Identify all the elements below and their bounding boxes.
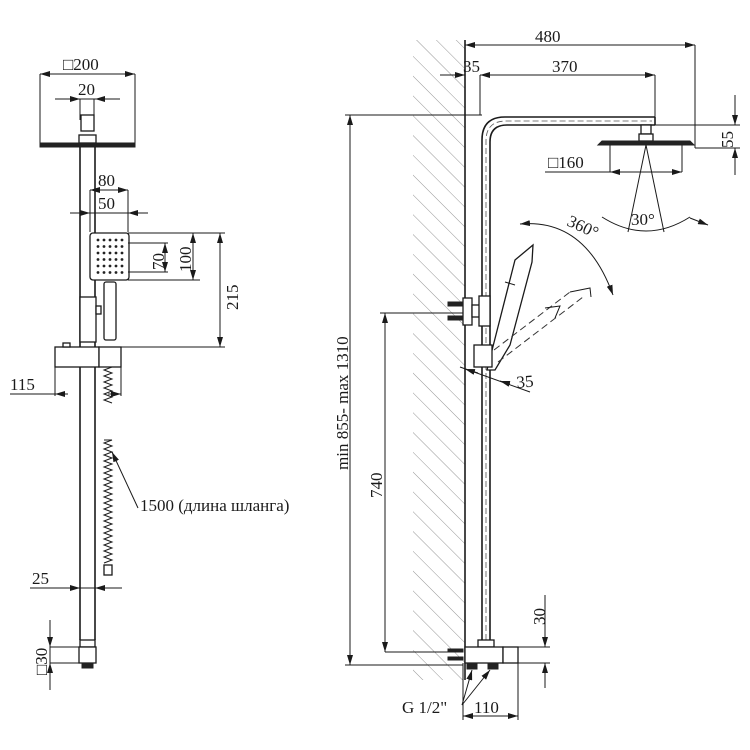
nozzle-dot <box>114 251 118 255</box>
nozzle-dot <box>102 258 106 261</box>
dim-mixer-height: 30 <box>530 608 549 625</box>
dim-mixer-size-front: □30 <box>32 648 51 675</box>
dim-handshower-head: 100 <box>176 247 195 273</box>
dim-holder-offset-front: 115 <box>10 375 35 394</box>
nozzle-dot <box>120 271 124 274</box>
dim-handshower-inner: 50 <box>98 194 115 213</box>
hose-front <box>102 366 139 576</box>
nozzle-dot <box>102 271 106 274</box>
dim-height-range: min 855- max 1310 <box>333 336 352 470</box>
dim-head-drop: 55 <box>718 131 737 148</box>
handshower-height-dims <box>120 232 225 348</box>
wall-bracket-side <box>380 295 491 327</box>
dim-handshower-to-holder: 215 <box>223 285 242 311</box>
nozzle-dot <box>96 238 100 242</box>
nozzle-dot <box>96 271 100 274</box>
top-dimensions <box>440 42 696 148</box>
nozzle-dot <box>114 264 118 268</box>
dim-overhead-size-front: □200 <box>63 55 99 74</box>
dim-pipe-diameter: 25 <box>32 569 49 588</box>
dim-holder-offset-side: 35 <box>516 372 535 392</box>
nozzle-dot <box>96 251 100 255</box>
nozzle-dot <box>108 258 112 261</box>
nozzle-dot <box>102 251 106 255</box>
nozzle-dot <box>120 245 124 248</box>
riser-arm-side <box>481 116 656 640</box>
rotation-arc <box>519 217 709 296</box>
dim-spray-angle: 30° <box>631 210 655 229</box>
dim-connection-thread: G 1/2" <box>402 698 447 717</box>
overhead-shower-front <box>39 71 136 148</box>
slider-holder-front <box>10 342 122 397</box>
dim-wall-offset: 35 <box>463 57 480 76</box>
nozzle-dot <box>102 264 106 268</box>
nozzle-dot <box>96 245 100 248</box>
hose-length-label: 1500 (длина шланга) <box>140 496 289 515</box>
nozzle-dot <box>120 264 124 268</box>
dim-arm-length: 370 <box>552 57 578 76</box>
handshower-width-dims <box>70 187 148 232</box>
front-view: □200 20 80 50 <box>10 55 289 690</box>
dim-total-projection: 480 <box>535 27 561 46</box>
nozzle-dot <box>96 264 100 268</box>
dim-mixer-depth: 110 <box>474 698 499 717</box>
nozzle-dot <box>108 271 112 274</box>
height-dimensions <box>345 115 463 666</box>
nozzle-dot <box>102 238 106 242</box>
nozzle-dot <box>114 271 118 274</box>
overhead-shower-side <box>545 95 740 233</box>
nozzle-dot <box>108 238 112 242</box>
nozzle-dot <box>108 245 112 248</box>
nozzle-dot <box>108 264 112 268</box>
riser-pipe-front <box>79 147 96 640</box>
handshower-side <box>459 243 592 393</box>
mixer-side <box>447 595 550 720</box>
dim-rotation-angle: 360° <box>564 211 601 242</box>
wall-hatch <box>413 40 465 680</box>
handshower-head-front <box>79 232 130 343</box>
nozzle-dot <box>114 238 118 242</box>
nozzle-dot <box>120 258 124 261</box>
dim-overhead-size-side: □160 <box>548 153 584 172</box>
nozzle-dot <box>96 258 100 261</box>
nozzle-dot <box>108 251 112 255</box>
dim-handshower-outer: 80 <box>98 171 115 190</box>
side-view: 480 35 370 55 <box>333 27 740 720</box>
nozzle-dot <box>120 251 124 255</box>
dim-handshower-spray: 70 <box>149 253 168 270</box>
nozzle-dot <box>114 258 118 261</box>
nozzle-dot <box>102 245 106 248</box>
nozzle-dot <box>114 245 118 248</box>
mixer-front <box>47 620 97 690</box>
nozzle-dot <box>120 238 124 242</box>
dim-connector-width: 20 <box>78 80 95 99</box>
dim-inlet-to-bracket: 740 <box>367 473 386 499</box>
